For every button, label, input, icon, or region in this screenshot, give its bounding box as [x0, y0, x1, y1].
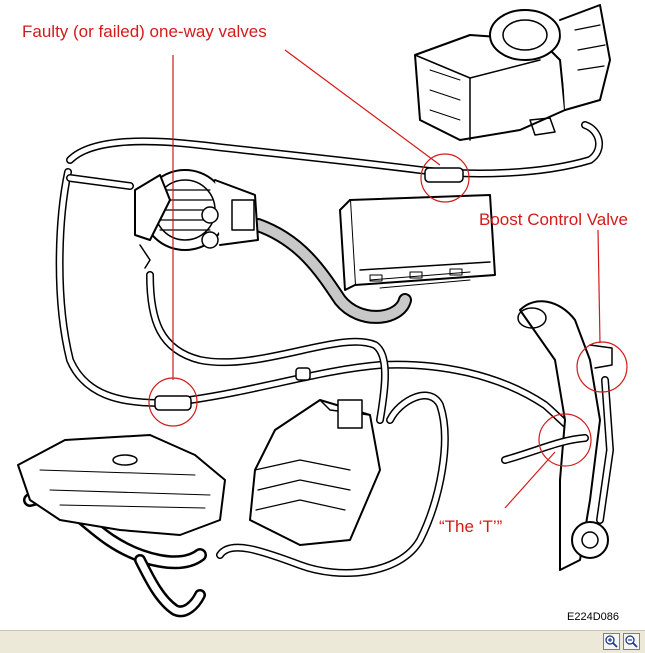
leader-boost-valve	[597, 229, 601, 344]
upper-hose	[66, 121, 603, 178]
highlight-upper-valve	[420, 153, 470, 203]
throttle-body	[414, 4, 611, 141]
charcoal-canister	[249, 399, 381, 546]
zoom-in-button[interactable]	[603, 633, 620, 650]
hose-system-drawing	[17, 4, 628, 618]
turbo-inlet	[501, 300, 614, 571]
figure-code: E224D086	[567, 611, 619, 623]
boost-control-valve-label: Boost Control Valve	[479, 210, 628, 229]
leader-upper-valve	[284, 49, 441, 166]
ecu-box	[339, 194, 496, 291]
viewer-toolbar	[0, 630, 645, 653]
diagram-canvas: Faulty (or failed) one-way valves Boost …	[17, 4, 628, 623]
purge-solenoid	[134, 169, 259, 269]
highlight-lower-valve	[148, 377, 198, 427]
the-t-label: “The ‘T’”	[439, 517, 503, 536]
highlight-boost-valve	[576, 341, 628, 393]
zoom-in-icon	[605, 635, 618, 648]
zoom-out-button[interactable]	[623, 633, 640, 650]
fuel-tank	[17, 434, 226, 536]
highlight-the-t	[538, 413, 592, 467]
faulty-valves-label: Faulty (or failed) one-way valves	[22, 22, 267, 41]
leader-the-t	[504, 451, 556, 509]
zoom-out-icon	[625, 635, 638, 648]
